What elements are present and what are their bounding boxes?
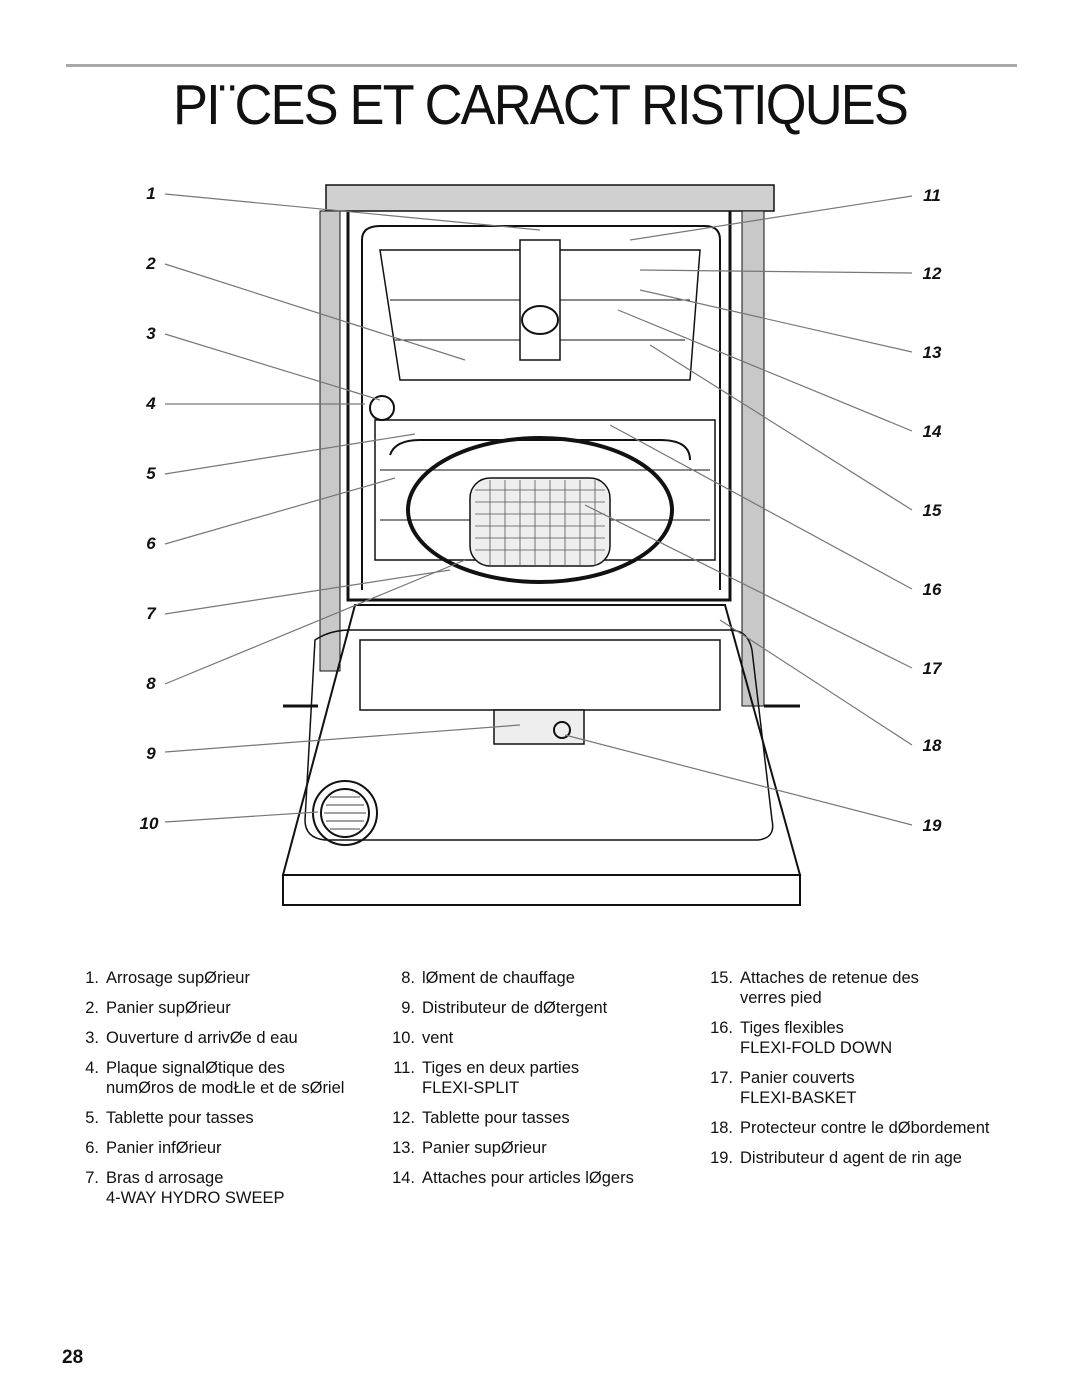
callout-13: 13 [922, 343, 942, 362]
callout-18: 18 [922, 736, 942, 755]
callout-14: 14 [922, 422, 942, 441]
list-item: 5.Tablette pour tasses [85, 1109, 254, 1127]
callout-7: 7 [146, 604, 156, 623]
page-title: PI¨CES ET CARACT RISTIQUES [172, 73, 909, 137]
callout-16: 16 [922, 580, 942, 599]
list-item: 6.Panier infØrieur [85, 1139, 222, 1157]
callout-2: 2 [146, 254, 156, 273]
list-item: 1.Arrosage supØrieur [85, 969, 250, 987]
parts-column-2: 8. lØment de chauffage 9.Distributeur de… [380, 968, 680, 1198]
callout-4: 4 [146, 394, 156, 413]
list-item: 9.Distributeur de dØtergent [401, 999, 608, 1017]
list-item: 3.Ouverture d arrivØe d eau [85, 1029, 298, 1047]
callout-8: 8 [146, 674, 156, 693]
list-item: 18.Protecteur contre le dØbordement [710, 1119, 990, 1137]
callout-10: 10 [139, 814, 159, 833]
top-rule [66, 64, 1017, 67]
callout-11: 11 [923, 186, 941, 205]
callout-19: 19 [922, 816, 942, 835]
parts-column-1: 1.Arrosage supØrieur 2.Panier supØrieur … [72, 968, 392, 1218]
list-item: 19.Distributeur d agent de rin age [710, 1149, 962, 1167]
callout-1: 1 [146, 184, 156, 203]
list-item: 14.Attaches pour articles lØgers [392, 1169, 634, 1187]
list-item: 10. vent [392, 1029, 454, 1047]
callout-5: 5 [146, 464, 156, 483]
callout-17: 17 [922, 659, 942, 678]
list-item: 2.Panier supØrieur [85, 999, 231, 1017]
callout-15: 15 [922, 501, 942, 520]
callout-3: 3 [146, 324, 156, 343]
dishwasher-diagram [164, 184, 913, 906]
page-number: 28 [62, 1347, 84, 1368]
callout-9: 9 [146, 744, 156, 763]
list-item: 12.Tablette pour tasses [392, 1109, 570, 1127]
list-item: 8. lØment de chauffage [401, 969, 575, 987]
list-item: 13.Panier supØrieur [392, 1139, 547, 1157]
callout-12: 12 [922, 264, 942, 283]
callout-6: 6 [146, 534, 156, 553]
